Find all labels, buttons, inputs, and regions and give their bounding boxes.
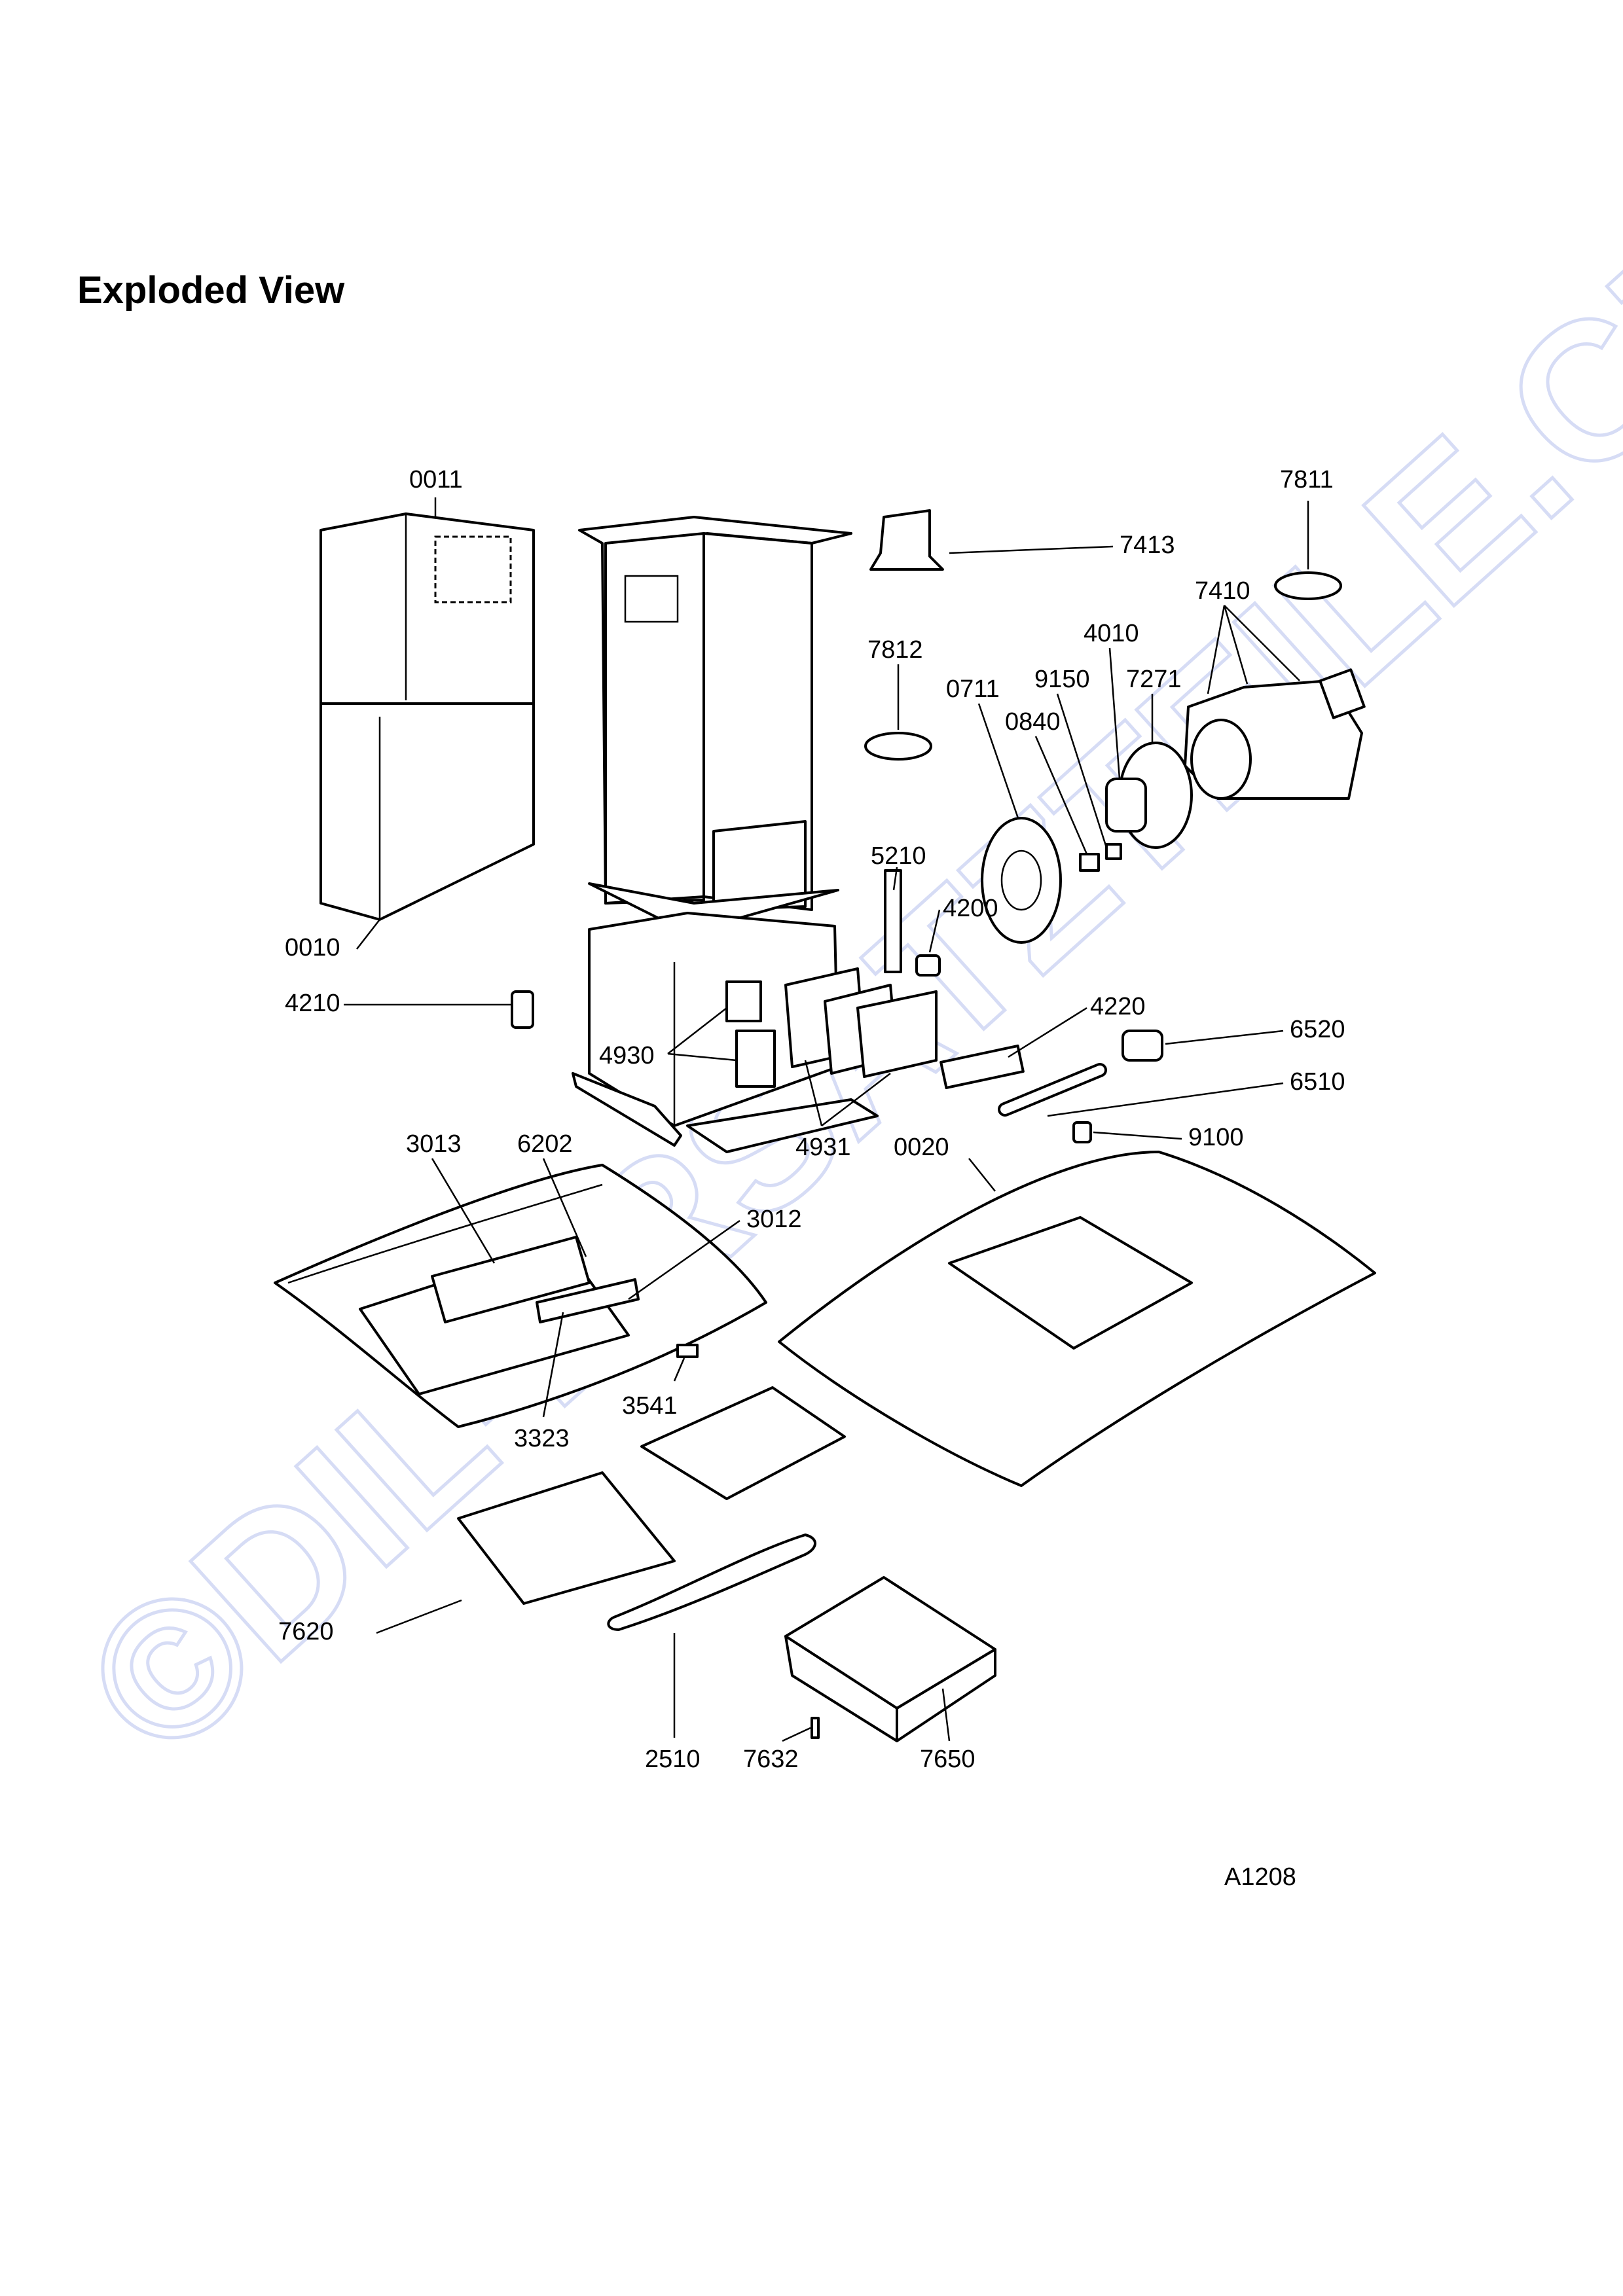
part-3541 — [676, 1344, 699, 1358]
label-7620: 7620 — [278, 1618, 334, 1645]
part-0011-upper-chimney — [319, 512, 535, 705]
label-4010: 4010 — [1084, 620, 1139, 647]
part-7811-flange — [1274, 571, 1342, 600]
part-7413-sleeve — [869, 509, 944, 571]
page-title: Exploded View — [77, 269, 345, 312]
part-4931-boards — [784, 967, 938, 1078]
part-7812-flange — [864, 732, 932, 761]
label-4210: 4210 — [285, 990, 340, 1017]
label-7271: 7271 — [1126, 666, 1182, 693]
part-6520-lamp-holder — [1122, 1030, 1163, 1062]
label-0840: 0840 — [1005, 708, 1061, 736]
part-9150 — [1105, 843, 1122, 860]
label-3323: 3323 — [514, 1425, 570, 1452]
label-6510: 6510 — [1290, 1068, 1345, 1096]
part-0711-motor-plate — [981, 817, 1062, 944]
part-support-frame — [578, 516, 852, 934]
label-4220: 4220 — [1090, 993, 1146, 1020]
label-4200: 4200 — [943, 895, 998, 922]
label-9100: 9100 — [1188, 1124, 1244, 1151]
part-4220-terminal — [939, 1044, 1025, 1090]
label-0010: 0010 — [285, 934, 340, 961]
part-7650-carbon-filter — [784, 1576, 996, 1742]
label-2510: 2510 — [645, 1746, 701, 1773]
leader-lines — [344, 497, 1309, 1742]
label-4930: 4930 — [599, 1042, 655, 1069]
part-4200 — [915, 954, 941, 977]
part-0020-glass — [778, 1151, 1376, 1487]
part-6510-lamp — [998, 1063, 1107, 1117]
part-0840 — [1079, 853, 1100, 872]
label-0711: 0711 — [946, 675, 1000, 703]
part-7620-grease-filters — [457, 1386, 846, 1605]
drawing-code: A1208 — [1224, 1863, 1296, 1891]
label-7632: 7632 — [743, 1746, 799, 1773]
part-4010-motor — [1105, 778, 1147, 833]
label-0011: 0011 — [409, 466, 463, 493]
part-0010-lower-chimney — [319, 702, 535, 921]
label-3541: 3541 — [622, 1392, 678, 1420]
label-3013: 3013 — [406, 1130, 462, 1158]
label-7413: 7413 — [1120, 531, 1175, 559]
label-0020: 0020 — [894, 1134, 949, 1161]
label-3012: 3012 — [746, 1206, 802, 1233]
part-7632-screw — [811, 1717, 820, 1739]
part-4930-electronics — [725, 980, 776, 1088]
label-9150: 9150 — [1034, 666, 1090, 693]
part-9100 — [1072, 1121, 1092, 1143]
label-7650: 7650 — [920, 1746, 976, 1773]
part-7410-fan-housing — [1184, 668, 1366, 800]
label-6520: 6520 — [1290, 1016, 1345, 1043]
label-7811: 7811 — [1280, 466, 1334, 493]
label-7812: 7812 — [867, 636, 923, 664]
part-2510-seal — [607, 1534, 816, 1631]
part-4210-capacitor — [511, 990, 534, 1029]
label-4931: 4931 — [795, 1134, 851, 1161]
label-7410: 7410 — [1195, 577, 1250, 605]
part-5210 — [884, 869, 902, 973]
label-5210: 5210 — [871, 842, 926, 870]
label-6202: 6202 — [517, 1130, 573, 1158]
part-hood-body — [274, 1164, 767, 1428]
